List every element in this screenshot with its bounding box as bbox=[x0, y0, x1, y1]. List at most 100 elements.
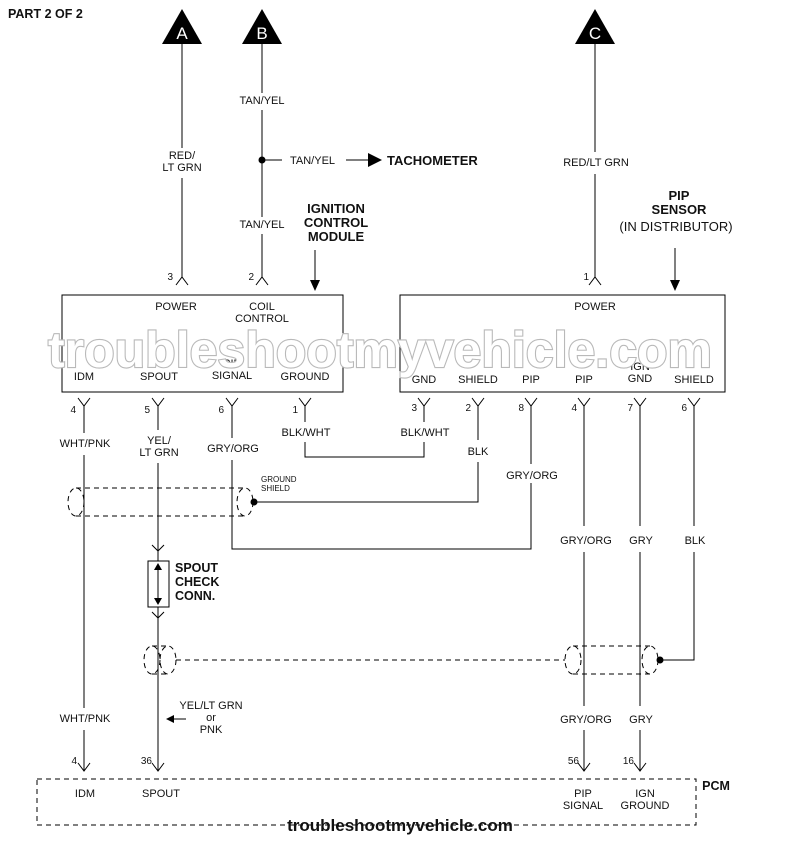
watermark: troubleshootmyvehicle.com bbox=[48, 322, 712, 378]
pip-pin8-num: 8 bbox=[518, 403, 524, 414]
wire-pip-signal-color: GRY/ORG bbox=[207, 443, 259, 455]
connector-b: B bbox=[242, 9, 282, 44]
pip-pin1-num: 1 bbox=[583, 272, 589, 283]
pip-pin7-num: 7 bbox=[627, 403, 633, 414]
wire-pip-signal bbox=[231, 460, 532, 550]
wire-pip-shield-color: BLK bbox=[468, 446, 489, 458]
wire-pcm-shield-color: BLK bbox=[685, 535, 706, 547]
wire-a-color: RED/LT GRN bbox=[162, 150, 201, 174]
pcm-pin16-num: 16 bbox=[623, 756, 635, 767]
icm-box bbox=[61, 294, 344, 393]
fork-icm-pin4 bbox=[77, 397, 91, 407]
fork-pip-pin7 bbox=[633, 397, 647, 407]
wire-idm-upper-color: WHT/PNK bbox=[60, 438, 111, 450]
fork-pcm-pin4 bbox=[77, 762, 91, 772]
icm-idm-label: IDM bbox=[74, 371, 94, 383]
wire-pcm-pip-upper-color: GRY/ORG bbox=[560, 535, 612, 547]
pcm-pin36-num: 36 bbox=[141, 756, 153, 767]
wire-pcm-shield bbox=[660, 552, 695, 661]
pip-pip2-label: PIP bbox=[575, 374, 593, 386]
page-label: PART 2 OF 2 bbox=[8, 7, 83, 21]
pcm-title: PCM bbox=[702, 779, 730, 793]
wire-icm-ground-color: BLK/WHT bbox=[282, 427, 331, 439]
pip-gnd-label: GND bbox=[412, 374, 437, 386]
wire-c-color: RED/LT GRN bbox=[563, 157, 629, 169]
lower-shield bbox=[143, 645, 659, 675]
wire-b-upper-color: TAN/YEL bbox=[239, 95, 284, 107]
fork-pcm-pin56 bbox=[577, 762, 591, 772]
pip-pin6-num: 6 bbox=[681, 403, 687, 414]
icm-power-label: POWER bbox=[155, 301, 197, 313]
pcm-spout-label: SPOUT bbox=[142, 788, 180, 800]
fork-pcm-pin16 bbox=[633, 762, 647, 772]
fork-pip-pin6 bbox=[687, 397, 701, 407]
fork-icm-pin2 bbox=[255, 276, 269, 286]
wire-idm-lower-color: WHT/PNK bbox=[60, 713, 111, 725]
icm-pin2-num: 2 bbox=[248, 272, 254, 283]
fork-icm-pin6 bbox=[225, 397, 239, 407]
pip-shield-label: SHIELD bbox=[458, 374, 498, 386]
pip-pin3-num: 3 bbox=[411, 403, 417, 414]
icm-pin6-num: 6 bbox=[218, 405, 224, 416]
wire-pip-pip-color: GRY/ORG bbox=[506, 470, 558, 482]
icm-pin4-num: 4 bbox=[70, 405, 76, 416]
upper-shield bbox=[67, 487, 254, 517]
tachometer-label: TACHOMETER bbox=[387, 153, 478, 168]
pip-pin4-num: 4 bbox=[571, 403, 577, 414]
fork-icm-pin3 bbox=[175, 276, 189, 286]
fork-pip-pin4 bbox=[577, 397, 591, 407]
icm-ground-label: GROUND bbox=[281, 371, 330, 383]
pcm-box bbox=[36, 778, 697, 826]
wire-ground bbox=[304, 442, 425, 458]
tachometer-arrow-icon bbox=[368, 153, 382, 167]
wire-spout-upper-color: YEL/LT GRN bbox=[139, 435, 178, 459]
wire-b-lower-color: TAN/YEL bbox=[239, 219, 284, 231]
pip-sensor-box bbox=[399, 294, 726, 393]
connector-c-triangle bbox=[575, 9, 615, 44]
spout-alt-arrow-icon bbox=[166, 715, 174, 723]
connector-c: C bbox=[575, 9, 615, 44]
connector-b-letter: B bbox=[256, 24, 267, 43]
shield-splice-upper bbox=[250, 498, 258, 506]
fork-icm-pin5 bbox=[151, 397, 165, 407]
fork-pip-pin8 bbox=[524, 397, 538, 407]
wire-pip-gnd-color: BLK/WHT bbox=[401, 427, 450, 439]
spout-check-arrow-down-icon bbox=[154, 598, 162, 605]
wire-pcm-ign-upper-color: GRY bbox=[629, 535, 653, 547]
fork-pip-pin1 bbox=[588, 276, 602, 286]
icm-pin1-num: 1 bbox=[292, 405, 298, 416]
footer-watermark: troubleshootmyvehicle.com bbox=[287, 816, 513, 835]
pip-sensor-subtitle: (IN DISTRIBUTOR) bbox=[619, 219, 732, 234]
wire-pip-shield bbox=[254, 462, 479, 503]
pip-pointer-arrow-icon bbox=[670, 280, 680, 291]
pip-pin2-num: 2 bbox=[465, 403, 471, 414]
pcm-idm-label: IDM bbox=[75, 788, 95, 800]
pcm-pin4-num: 4 bbox=[71, 756, 77, 767]
fork-pcm-pin36 bbox=[151, 762, 165, 772]
icm-pin3-num: 3 bbox=[167, 272, 173, 283]
connector-a: A bbox=[162, 9, 202, 44]
icm-pointer-arrow-icon bbox=[310, 280, 320, 291]
icm-pin5-num: 5 bbox=[144, 405, 150, 416]
wire-pcm-pip-lower-color: GRY/ORG bbox=[560, 714, 612, 726]
fork-pip-pin3 bbox=[417, 397, 431, 407]
spout-check-arrow-up-icon bbox=[154, 563, 162, 570]
wire-b-tach-color: TAN/YEL bbox=[290, 155, 335, 167]
wire-pcm-ign-lower-color: GRY bbox=[629, 714, 653, 726]
icm-spout-label: SPOUT bbox=[140, 371, 178, 383]
connector-a-letter: A bbox=[176, 24, 188, 43]
connector-b-triangle bbox=[242, 9, 282, 44]
pip-pip-label: PIP bbox=[522, 374, 540, 386]
connector-c-letter: C bbox=[589, 24, 601, 43]
pip-shield2-label: SHIELD bbox=[674, 374, 714, 386]
